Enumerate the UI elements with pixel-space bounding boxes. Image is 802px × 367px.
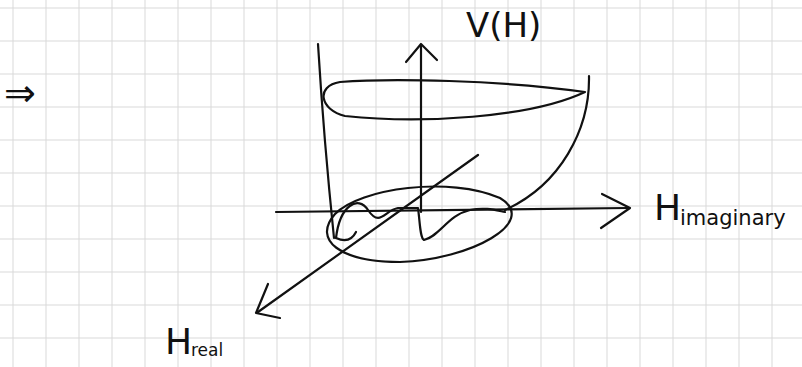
trough-outline	[327, 187, 512, 262]
potential-left-wall	[318, 44, 334, 238]
axis-label: H	[165, 324, 192, 360]
mexican-hat-profile	[336, 203, 505, 240]
imaginary-axis	[276, 208, 628, 212]
axis-subscript: imaginary	[680, 208, 786, 229]
imaginary-axis-arrowhead	[601, 194, 630, 228]
potential-rim	[324, 80, 585, 119]
real-axis	[258, 155, 478, 312]
real-axis-arrowhead	[256, 284, 280, 318]
axis-label: V(H)	[466, 8, 541, 42]
axis-subscript: real	[191, 342, 223, 359]
implies-arrow: ⇒	[4, 74, 36, 112]
trough-dip	[336, 232, 356, 240]
v-axis-arrowhead	[406, 44, 437, 62]
axis-label: H	[654, 190, 681, 226]
